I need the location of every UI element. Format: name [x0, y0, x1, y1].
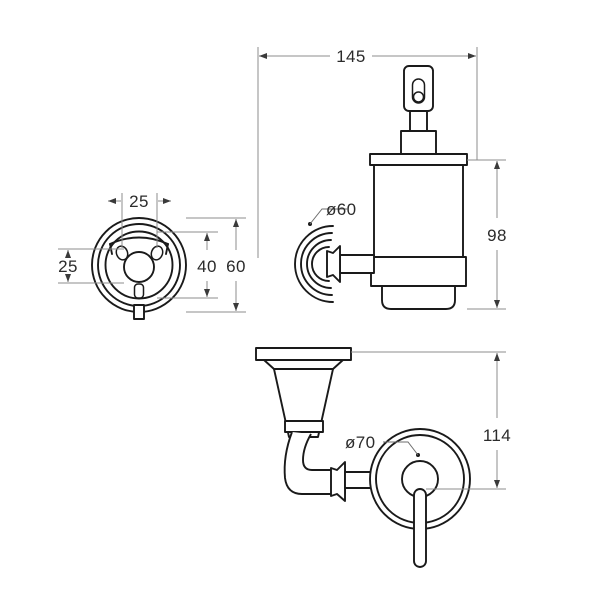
dimension-dia70-label: ø70 — [345, 433, 376, 452]
tumbler-rosette-stem — [413, 488, 427, 568]
plate-arc-band-top — [109, 236, 169, 245]
dimension-40-label: 40 — [197, 257, 217, 276]
plate-arc-tick-right — [165, 243, 169, 255]
dispenser-arm-flare — [326, 245, 341, 283]
dia70-leader-line — [383, 441, 419, 456]
plate-bottom-tab — [133, 304, 145, 320]
tumbler-rim — [255, 347, 352, 361]
rosette-ring-inner — [306, 239, 332, 289]
dimension-98-label: 98 — [487, 226, 507, 245]
dispenser-glass-base — [381, 285, 456, 310]
dispenser-lid — [369, 153, 468, 166]
plate-center-boss — [123, 251, 155, 283]
tumbler-rim-bevel — [263, 359, 344, 370]
view-mounting-plate: 25 25 40 60 — [58, 192, 246, 320]
view-dispenser-side: 145 — [257, 47, 507, 310]
tumbler-collar — [284, 420, 324, 433]
dispenser-support-arm — [339, 254, 375, 274]
pump-neck — [409, 110, 428, 132]
tumbler-cup-body — [273, 368, 334, 438]
dimension-145-label: 145 — [336, 47, 366, 66]
dia60-leader-line — [309, 208, 347, 225]
dimension-dia60-label: ø60 — [326, 200, 357, 219]
dimension-114-label: 114 — [483, 426, 511, 445]
pump-collar — [400, 130, 437, 155]
plate-bottom-slot — [133, 283, 145, 299]
plate-screw-hole-right — [150, 245, 164, 261]
dispenser-holder-ring — [370, 256, 467, 287]
rosette-ring-core — [311, 246, 330, 282]
tumbler-arm-flare — [330, 461, 346, 502]
plate-screw-hole-left — [115, 245, 129, 261]
view-tumbler-side: ø70 114 — [255, 347, 511, 568]
pump-button-circle — [412, 91, 425, 103]
dimension-60-label: 60 — [226, 257, 246, 276]
rosette-ring-outer — [294, 225, 334, 303]
dimension-25-top-label: 25 — [129, 192, 149, 211]
dimension-25-left-label: 25 — [58, 257, 78, 276]
rosette-ring-middle — [300, 232, 333, 296]
